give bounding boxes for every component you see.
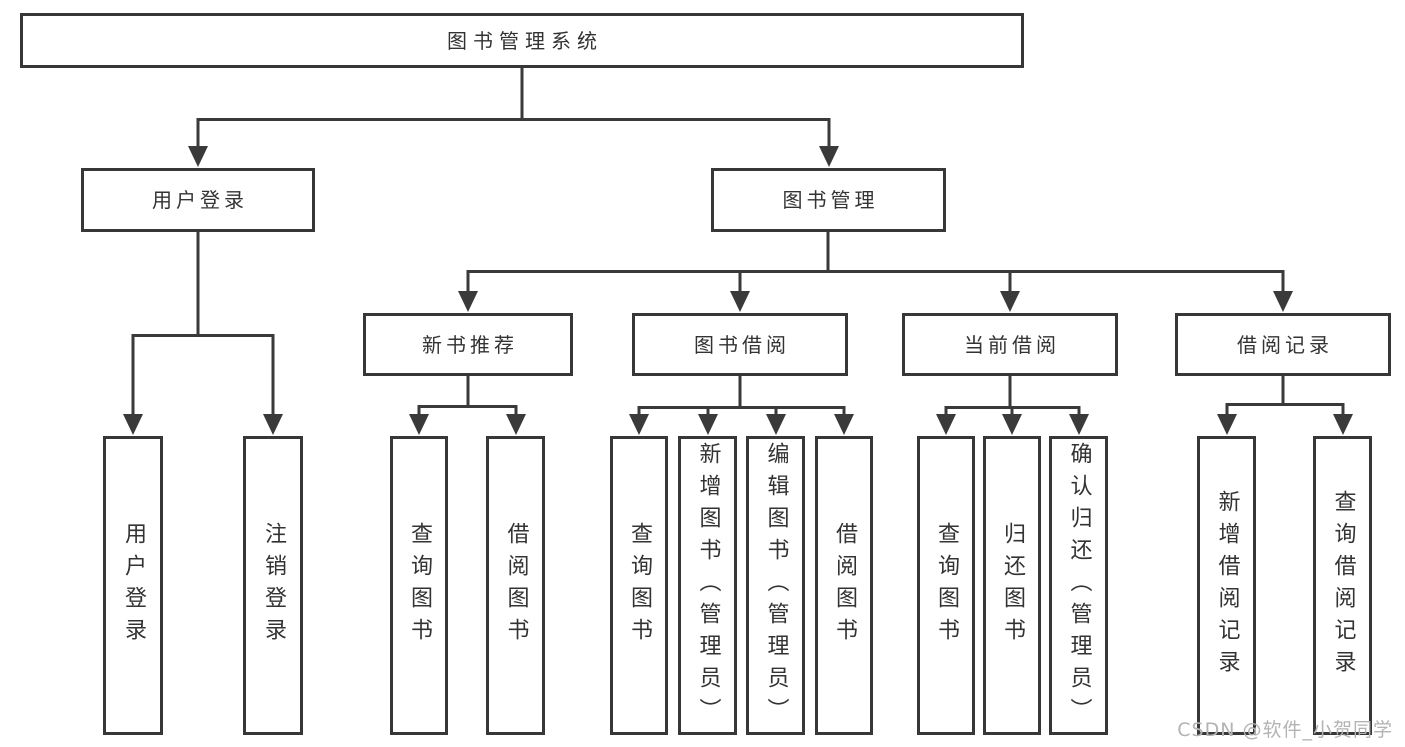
node-new-book-recommend: 新书推荐 xyxy=(363,313,573,376)
arrowhead-book-borrow xyxy=(730,291,750,312)
leaf-nb-query-books: 查询图书 xyxy=(390,436,448,735)
arrowhead-borrow-records xyxy=(1273,291,1293,312)
leaf-bb-borrow-books: 借阅图书 xyxy=(815,436,873,735)
arrowhead-bb-leaf3 xyxy=(766,414,786,435)
leaf-br-add-record-label: 新增借阅记录 xyxy=(1214,489,1240,682)
leaf-cb-confirm-return-admin-label: 确认归还（管理员） xyxy=(1066,441,1092,730)
arrowhead-leaf-logout xyxy=(263,414,283,435)
leaf-br-add-record: 新增借阅记录 xyxy=(1197,436,1256,735)
node-root-label: 图书管理系统 xyxy=(447,28,603,53)
node-current-borrow: 当前借阅 xyxy=(902,313,1118,376)
node-current-borrow-label: 当前借阅 xyxy=(964,332,1060,357)
csdn-watermark: CSDN @软件_小贺同学 xyxy=(1177,719,1393,741)
arrowhead-current-borrow xyxy=(1000,291,1020,312)
leaf-bb-query-books-label: 查询图书 xyxy=(627,521,652,650)
leaf-br-query-record: 查询借阅记录 xyxy=(1313,436,1372,735)
node-new-book-recommend-label: 新书推荐 xyxy=(422,332,518,357)
leaf-cb-query-books-label: 查询图书 xyxy=(934,521,959,650)
leaf-bb-add-books-admin: 新增图书（管理员） xyxy=(678,436,737,735)
leaf-user-login-label: 用户登录 xyxy=(121,521,146,650)
node-book-management: 图书管理 xyxy=(711,168,946,232)
leaf-user-login: 用户登录 xyxy=(103,436,163,735)
arrowhead-br-leaf1 xyxy=(1217,414,1237,435)
leaf-br-query-record-label: 查询借阅记录 xyxy=(1330,489,1356,682)
leaf-nb-query-books-label: 查询图书 xyxy=(407,521,432,650)
leaf-cb-query-books: 查询图书 xyxy=(917,436,975,735)
node-borrow-records: 借阅记录 xyxy=(1175,313,1391,376)
leaf-bb-add-books-admin-label: 新增图书（管理员） xyxy=(695,441,721,730)
arrowhead-cb-leaf2 xyxy=(1002,414,1022,435)
arrowhead-new-book xyxy=(458,291,478,312)
leaf-cb-confirm-return-admin: 确认归还（管理员） xyxy=(1049,436,1108,735)
arrowhead-cb-leaf3 xyxy=(1069,414,1089,435)
node-borrow-records-label: 借阅记录 xyxy=(1237,332,1333,357)
arrowhead-bb-leaf2 xyxy=(698,414,718,435)
node-root: 图书管理系统 xyxy=(20,13,1024,68)
leaf-logout-label: 注销登录 xyxy=(261,521,286,650)
node-book-borrow: 图书借阅 xyxy=(632,313,848,376)
node-book-borrow-label: 图书借阅 xyxy=(694,332,790,357)
arrowhead-bb-leaf4 xyxy=(834,414,854,435)
arrowhead-bb-leaf1 xyxy=(629,414,649,435)
arrowhead-cb-leaf1 xyxy=(936,414,956,435)
leaf-nb-borrow-books-label: 借阅图书 xyxy=(503,521,529,650)
arrowhead-leaf-login xyxy=(123,414,143,435)
arrowhead-book-mgmt xyxy=(819,146,839,167)
arrowhead-nb-leaf1 xyxy=(409,414,429,435)
node-user-login: 用户登录 xyxy=(81,168,315,232)
node-user-login-label: 用户登录 xyxy=(152,188,248,212)
leaf-cb-return-books-label: 归还图书 xyxy=(1000,521,1025,650)
leaf-bb-borrow-books-label: 借阅图书 xyxy=(832,521,857,650)
node-book-management-label: 图书管理 xyxy=(782,188,879,212)
leaf-bb-edit-books-admin: 编辑图书（管理员） xyxy=(746,436,805,735)
leaf-bb-query-books: 查询图书 xyxy=(610,436,668,735)
arrowhead-br-leaf2 xyxy=(1333,414,1353,435)
leaf-bb-edit-books-admin-label: 编辑图书（管理员） xyxy=(763,441,789,730)
leaf-nb-borrow-books: 借阅图书 xyxy=(486,436,545,735)
arrowhead-user-login xyxy=(188,146,208,167)
arrowhead-nb-leaf2 xyxy=(506,414,526,435)
leaf-cb-return-books: 归还图书 xyxy=(983,436,1041,735)
leaf-logout: 注销登录 xyxy=(243,436,303,735)
